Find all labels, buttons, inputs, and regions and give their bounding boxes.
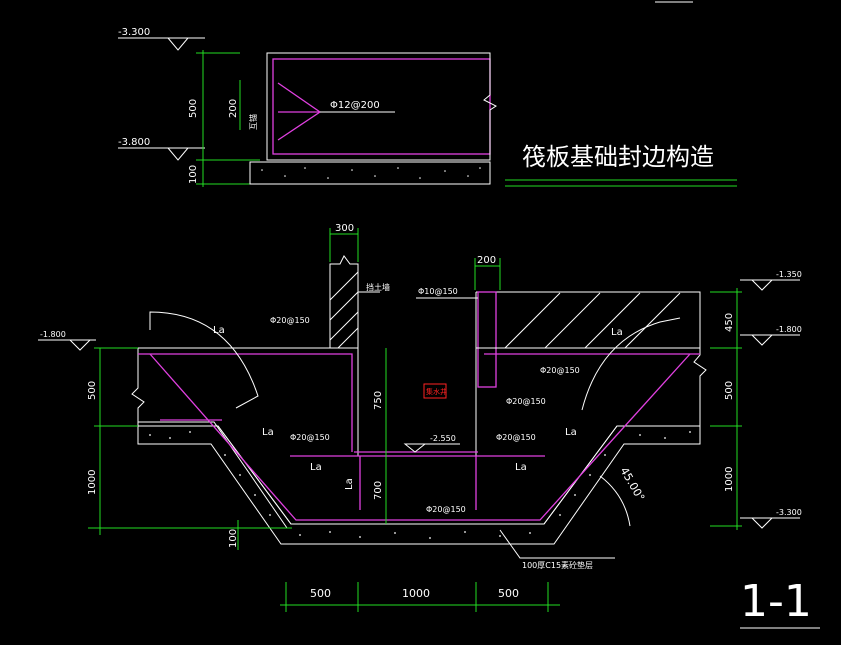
rebar-d20-a: Φ20@150 xyxy=(270,316,310,325)
cushion-layer xyxy=(137,425,701,545)
elev-triangle-top xyxy=(167,37,189,51)
retaining-wall xyxy=(329,255,359,349)
section-mark: 1-1 xyxy=(740,576,812,627)
la-left: La xyxy=(213,325,225,336)
dim-200-label: 200 xyxy=(228,99,239,118)
rebar-d20-b: Φ20@150 xyxy=(540,366,580,375)
dim-700: 700 xyxy=(373,481,384,500)
dim-left-100: 100 xyxy=(228,529,239,548)
elev-left: -1.800 xyxy=(40,330,66,339)
dim-300-label: 300 xyxy=(335,223,354,234)
wall-label: 挡土墙 xyxy=(366,282,390,292)
top-detail: -3.300 -3.800 500 100 200 互锚 Φ12@200 xyxy=(118,27,737,187)
pit-right-bar xyxy=(477,291,497,388)
elev-triangle-bottom xyxy=(167,147,189,161)
break-line-left xyxy=(131,348,145,426)
dim-100-label: 100 xyxy=(188,165,199,184)
dim-r-450: 450 xyxy=(724,313,735,332)
cushion-inner-left xyxy=(138,421,288,529)
pit-elev-triangle xyxy=(403,443,427,453)
elev-r1-triangle xyxy=(751,279,773,291)
dim-750: 750 xyxy=(373,391,384,410)
center-box-label: 集水井 xyxy=(426,387,447,396)
cushion-label: 100厚C15素砼垫层 xyxy=(522,560,593,570)
angle-arc xyxy=(599,475,631,527)
detail-title: 筏板基础封边构造 xyxy=(522,143,714,171)
break-line-top xyxy=(483,53,497,160)
la-mid-left: La xyxy=(262,427,274,438)
la-right: La xyxy=(611,327,623,338)
section-detail: 300 200 挡土墙 Φ10@150 xyxy=(38,1,820,629)
elev-top-label: -3.300 xyxy=(118,27,150,38)
la-low-left: La xyxy=(310,462,322,473)
dim-left-500: 500 xyxy=(87,381,98,400)
rebar-d20-d: Φ20@150 xyxy=(290,433,330,442)
elev-left-triangle xyxy=(69,339,91,351)
cushion-leader xyxy=(499,529,615,559)
anchor-label: 互锚 xyxy=(248,114,258,130)
elev-pit: -2.550 xyxy=(430,434,456,443)
top-bar-left xyxy=(138,353,353,452)
rebar-d10-label: Φ10@150 xyxy=(418,287,458,296)
slab-top-line xyxy=(138,347,700,457)
la-vert: La xyxy=(344,478,355,490)
la-mid-right: La xyxy=(565,427,577,438)
dim-r-500: 500 xyxy=(724,381,735,400)
slab-rebar xyxy=(272,58,491,155)
dim-bottom-500-a: 500 xyxy=(310,587,331,600)
cushion-top xyxy=(249,161,491,185)
dim-500-label: 500 xyxy=(188,99,199,118)
elev-r3: -3.300 xyxy=(776,508,802,517)
elev-r1: -1.350 xyxy=(776,270,802,279)
right-slab-hatch xyxy=(504,292,681,349)
la-arc-left xyxy=(149,311,259,409)
dim-left-1000: 1000 xyxy=(87,470,98,495)
elev-r3-triangle xyxy=(751,517,773,529)
elev-r2: -1.800 xyxy=(776,325,802,334)
right-slab xyxy=(476,291,701,349)
break-line-right xyxy=(693,292,707,440)
rebar-d20-e: Φ20@150 xyxy=(496,433,536,442)
rebar-label: Φ12@200 xyxy=(330,100,380,111)
pit-bottom-outline xyxy=(138,425,700,525)
elev-r2-triangle xyxy=(751,334,773,346)
rebar-d20-c: Φ20@150 xyxy=(506,397,546,406)
elev-bottom-label: -3.800 xyxy=(118,137,150,148)
dim-200-label-s: 200 xyxy=(477,255,496,266)
cushion-hatch xyxy=(149,431,691,539)
cushion-top-hatch xyxy=(261,167,481,179)
angle-label: 45.00° xyxy=(617,465,647,504)
bottom-bar xyxy=(149,353,691,521)
center-box xyxy=(423,383,447,399)
dim-bottom-1000: 1000 xyxy=(402,587,430,600)
la-arc-right xyxy=(581,317,681,411)
dim-bottom-500-b: 500 xyxy=(498,587,519,600)
wall-hatch xyxy=(329,271,359,349)
dim-r-1000: 1000 xyxy=(724,467,735,492)
rebar-d20-f: Φ20@150 xyxy=(426,505,466,514)
la-low-right: La xyxy=(515,462,527,473)
